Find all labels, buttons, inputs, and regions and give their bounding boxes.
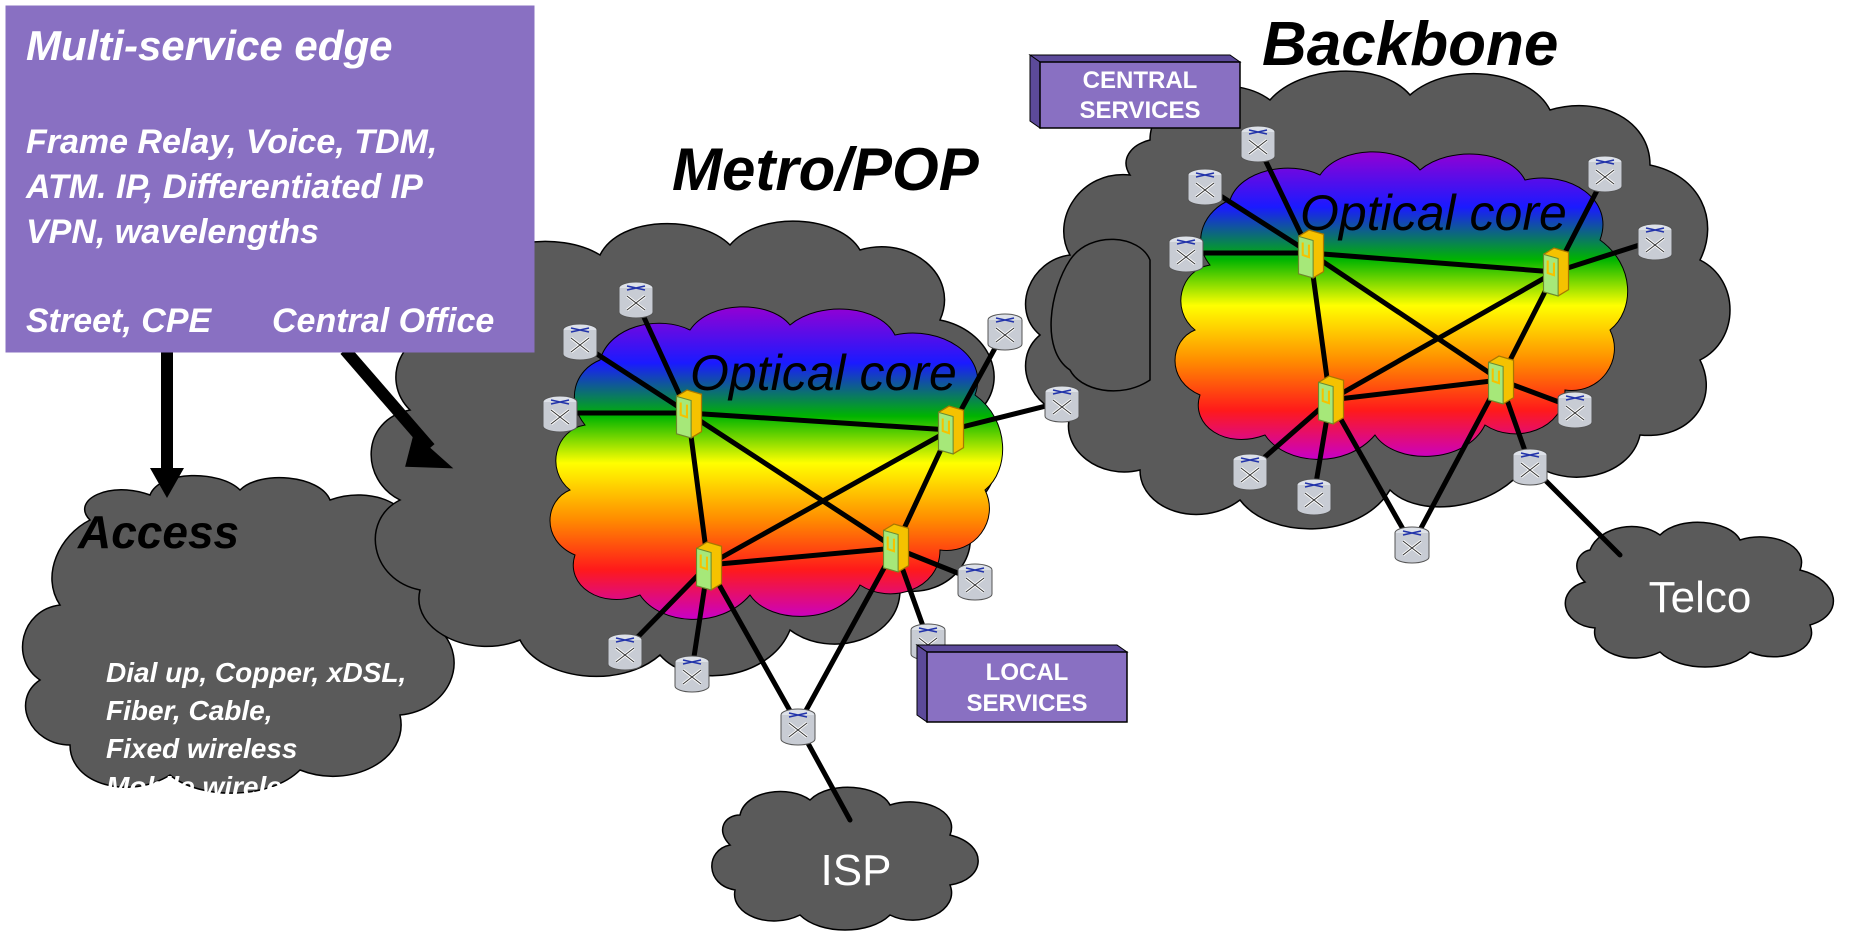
multi-service-edge-box: Multi-service edge Frame Relay, Voice, T… bbox=[5, 5, 535, 353]
router-icon bbox=[606, 632, 644, 672]
router-icon bbox=[986, 312, 1024, 352]
backbone-heading: Backbone bbox=[1262, 10, 1558, 79]
link bbox=[577, 340, 691, 416]
router-icon bbox=[1231, 452, 1269, 492]
link bbox=[685, 410, 898, 551]
access-line: Fixed wireless bbox=[106, 733, 297, 764]
local-services-box: LOCAL SERVICES bbox=[915, 644, 1129, 723]
router-icon bbox=[1556, 390, 1594, 430]
access-line: Fiber, Cable, bbox=[106, 695, 273, 726]
edge-box-footer-left: Street, CPE bbox=[26, 302, 212, 340]
edge-box-footer-right: Central Office bbox=[272, 302, 494, 340]
link bbox=[705, 562, 801, 728]
access-line: Mobile wireless bbox=[106, 771, 313, 802]
access-cloud bbox=[21, 474, 456, 794]
optical-switch-icon bbox=[1487, 355, 1515, 405]
router-icon bbox=[779, 707, 817, 747]
telco-cloud bbox=[1564, 521, 1835, 668]
access-cloud-text: Dial up, Copper, xDSL, Fiber, Cable, Fix… bbox=[106, 657, 406, 840]
router-icon bbox=[1295, 477, 1333, 517]
access-line: Free space optics etc bbox=[106, 809, 391, 840]
backbone-optical-core bbox=[1174, 151, 1629, 460]
link bbox=[705, 545, 898, 568]
router-icon bbox=[1511, 447, 1549, 487]
isp-label: ISP bbox=[821, 846, 892, 895]
optical-switch-icon bbox=[695, 541, 723, 591]
edge-box-line1: Frame Relay, Voice, TDM, bbox=[26, 123, 437, 161]
local-services-line1: LOCAL bbox=[986, 659, 1069, 686]
link bbox=[622, 562, 711, 653]
router-icon bbox=[1393, 525, 1431, 565]
link bbox=[1409, 377, 1503, 548]
arrow-diagonal-icon bbox=[340, 346, 454, 469]
router-icon bbox=[1043, 384, 1081, 424]
router-icon bbox=[956, 562, 994, 602]
central-services-line1: CENTRAL bbox=[1083, 67, 1198, 94]
edge-box-line2: ATM. IP, Differentiated IP bbox=[25, 168, 423, 206]
link bbox=[1327, 397, 1415, 548]
backbone-optical-core-label: Optical core bbox=[1300, 185, 1567, 241]
link bbox=[1307, 250, 1558, 275]
metro-heading: Metro/POP bbox=[672, 136, 980, 203]
router-icon bbox=[1636, 222, 1674, 262]
network-links bbox=[557, 142, 1658, 823]
edge-box-title: Multi-service edge bbox=[26, 22, 392, 69]
central-services-line2: SERVICES bbox=[1080, 97, 1201, 124]
optical-switch-icon bbox=[937, 405, 965, 455]
router-icon bbox=[1586, 154, 1624, 194]
link bbox=[947, 399, 1065, 433]
router-icon bbox=[673, 654, 711, 694]
metro-optical-core-label: Optical core bbox=[690, 345, 957, 401]
central-services-box: CENTRAL SERVICES bbox=[1028, 54, 1242, 129]
arrow-down-icon bbox=[150, 350, 184, 498]
edge-box-line3: VPN, wavelengths bbox=[26, 213, 319, 251]
link bbox=[685, 410, 953, 433]
link bbox=[1307, 250, 1503, 383]
local-services-line2: SERVICES bbox=[967, 690, 1088, 717]
router-icon bbox=[561, 322, 599, 362]
router-icon bbox=[617, 280, 655, 320]
optical-switch-icon bbox=[1317, 375, 1345, 425]
link bbox=[1327, 269, 1558, 403]
link bbox=[795, 545, 898, 728]
router-icon bbox=[1186, 167, 1224, 207]
link bbox=[1327, 377, 1503, 403]
optical-switch-icon bbox=[1542, 247, 1570, 297]
isp-cloud bbox=[711, 786, 979, 931]
access-heading: Access bbox=[77, 506, 239, 558]
router-icon bbox=[541, 394, 579, 434]
router-icon bbox=[1167, 234, 1205, 274]
access-line: Dial up, Copper, xDSL, bbox=[106, 657, 406, 688]
telco-label: Telco bbox=[1649, 573, 1752, 622]
optical-switch-icon bbox=[882, 523, 910, 573]
link bbox=[705, 427, 953, 568]
router-icon bbox=[1239, 124, 1277, 164]
